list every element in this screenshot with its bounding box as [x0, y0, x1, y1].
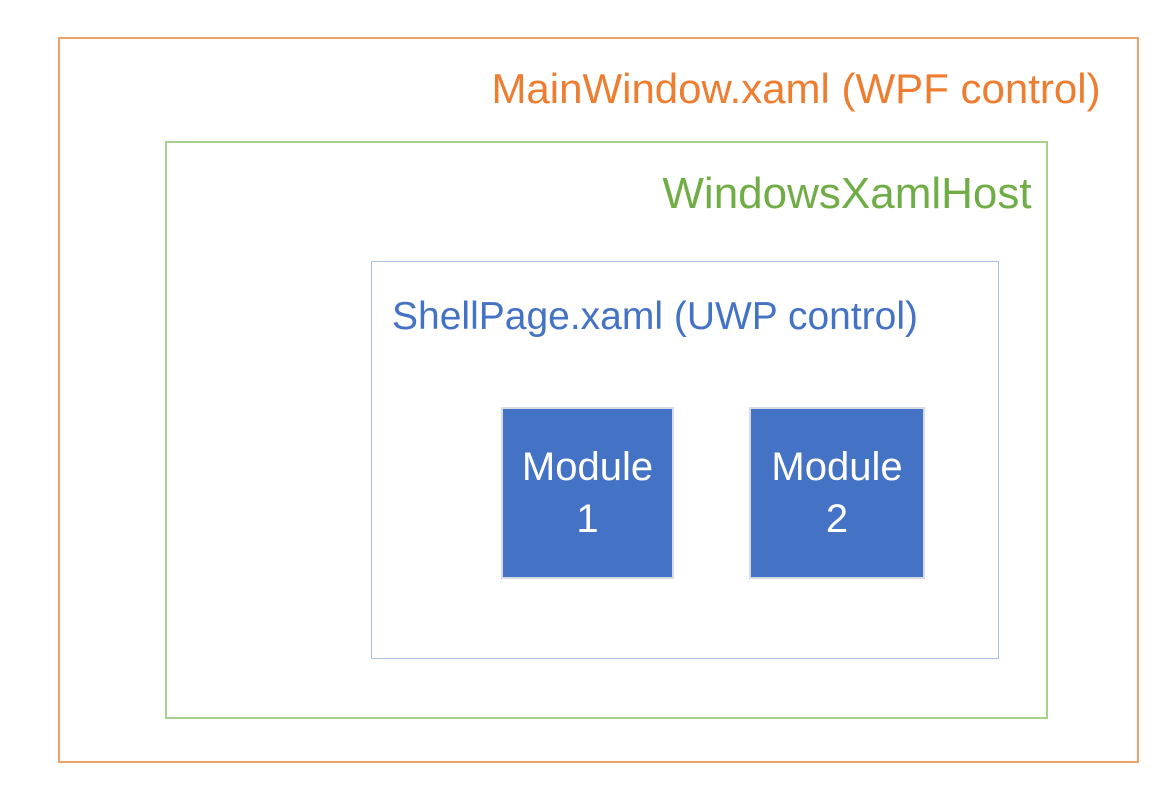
mainwindow-box [58, 37, 1139, 763]
module-2-box: Module 2 [749, 407, 925, 579]
windowsxamlhost-label: WindowsXamlHost [662, 169, 1032, 218]
module-1-label-line1: Module [521, 445, 654, 489]
shellpage-box [371, 261, 999, 659]
module-1-label-line2: 1 [576, 497, 599, 541]
shellpage-label: ShellPage.xaml (UWP control) [392, 295, 918, 338]
module-2-label-line1: Module [771, 445, 903, 489]
module-2-label-line2: 2 [825, 497, 849, 541]
windowsxamlhost-box [165, 141, 1048, 719]
module-1-box: Module 1 [501, 407, 674, 579]
mainwindow-label: MainWindow.xaml (WPF control) [491, 65, 1101, 112]
